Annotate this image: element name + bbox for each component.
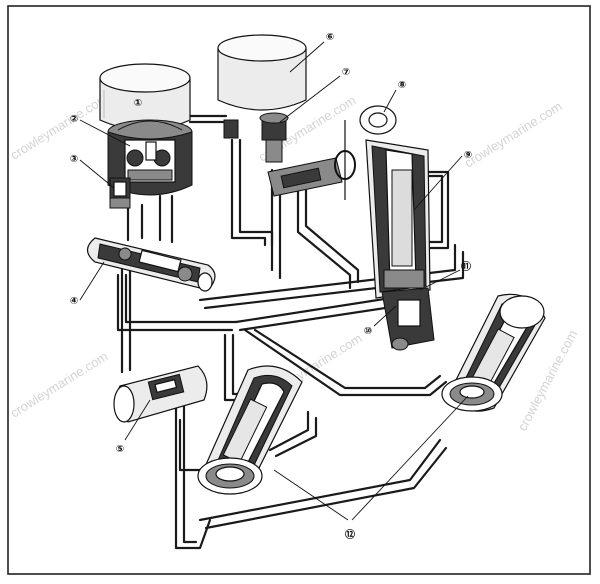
callout-8: ⑧: [398, 80, 406, 91]
callout-3: ③: [70, 154, 78, 165]
callout-6: ⑥: [326, 32, 334, 43]
reservoir-left: [99, 63, 191, 131]
callout-1: ①: [134, 98, 142, 109]
callouts: ① ② ③ ④ ⑤ ⑥ ⑦ ⑧ ⑨ ⑩ ⑪ ⑫: [70, 32, 472, 541]
callout-10: ⑩: [364, 326, 372, 337]
callout-9: ⑨: [464, 150, 472, 161]
leader-lines: [79, 41, 469, 521]
manual-valve: [86, 237, 216, 292]
tilt-valve-body: [267, 120, 356, 200]
callout-7: ⑦: [342, 67, 350, 78]
callout-11: ⑪: [461, 260, 471, 273]
check-valve: [223, 112, 289, 163]
callout-12: ⑫: [345, 528, 355, 541]
callout-2: ②: [70, 114, 78, 125]
tilt-cylinder: [359, 105, 435, 351]
callout-5: ⑤: [116, 444, 124, 455]
oil-filter: [109, 177, 131, 209]
trim-cylinder-left: [197, 365, 303, 495]
hydraulic-lines: [116, 114, 465, 550]
callout-4: ④: [70, 296, 78, 307]
trim-cylinder-right: [441, 293, 546, 412]
accumulator: [113, 365, 208, 423]
reservoir-right: [217, 34, 307, 111]
